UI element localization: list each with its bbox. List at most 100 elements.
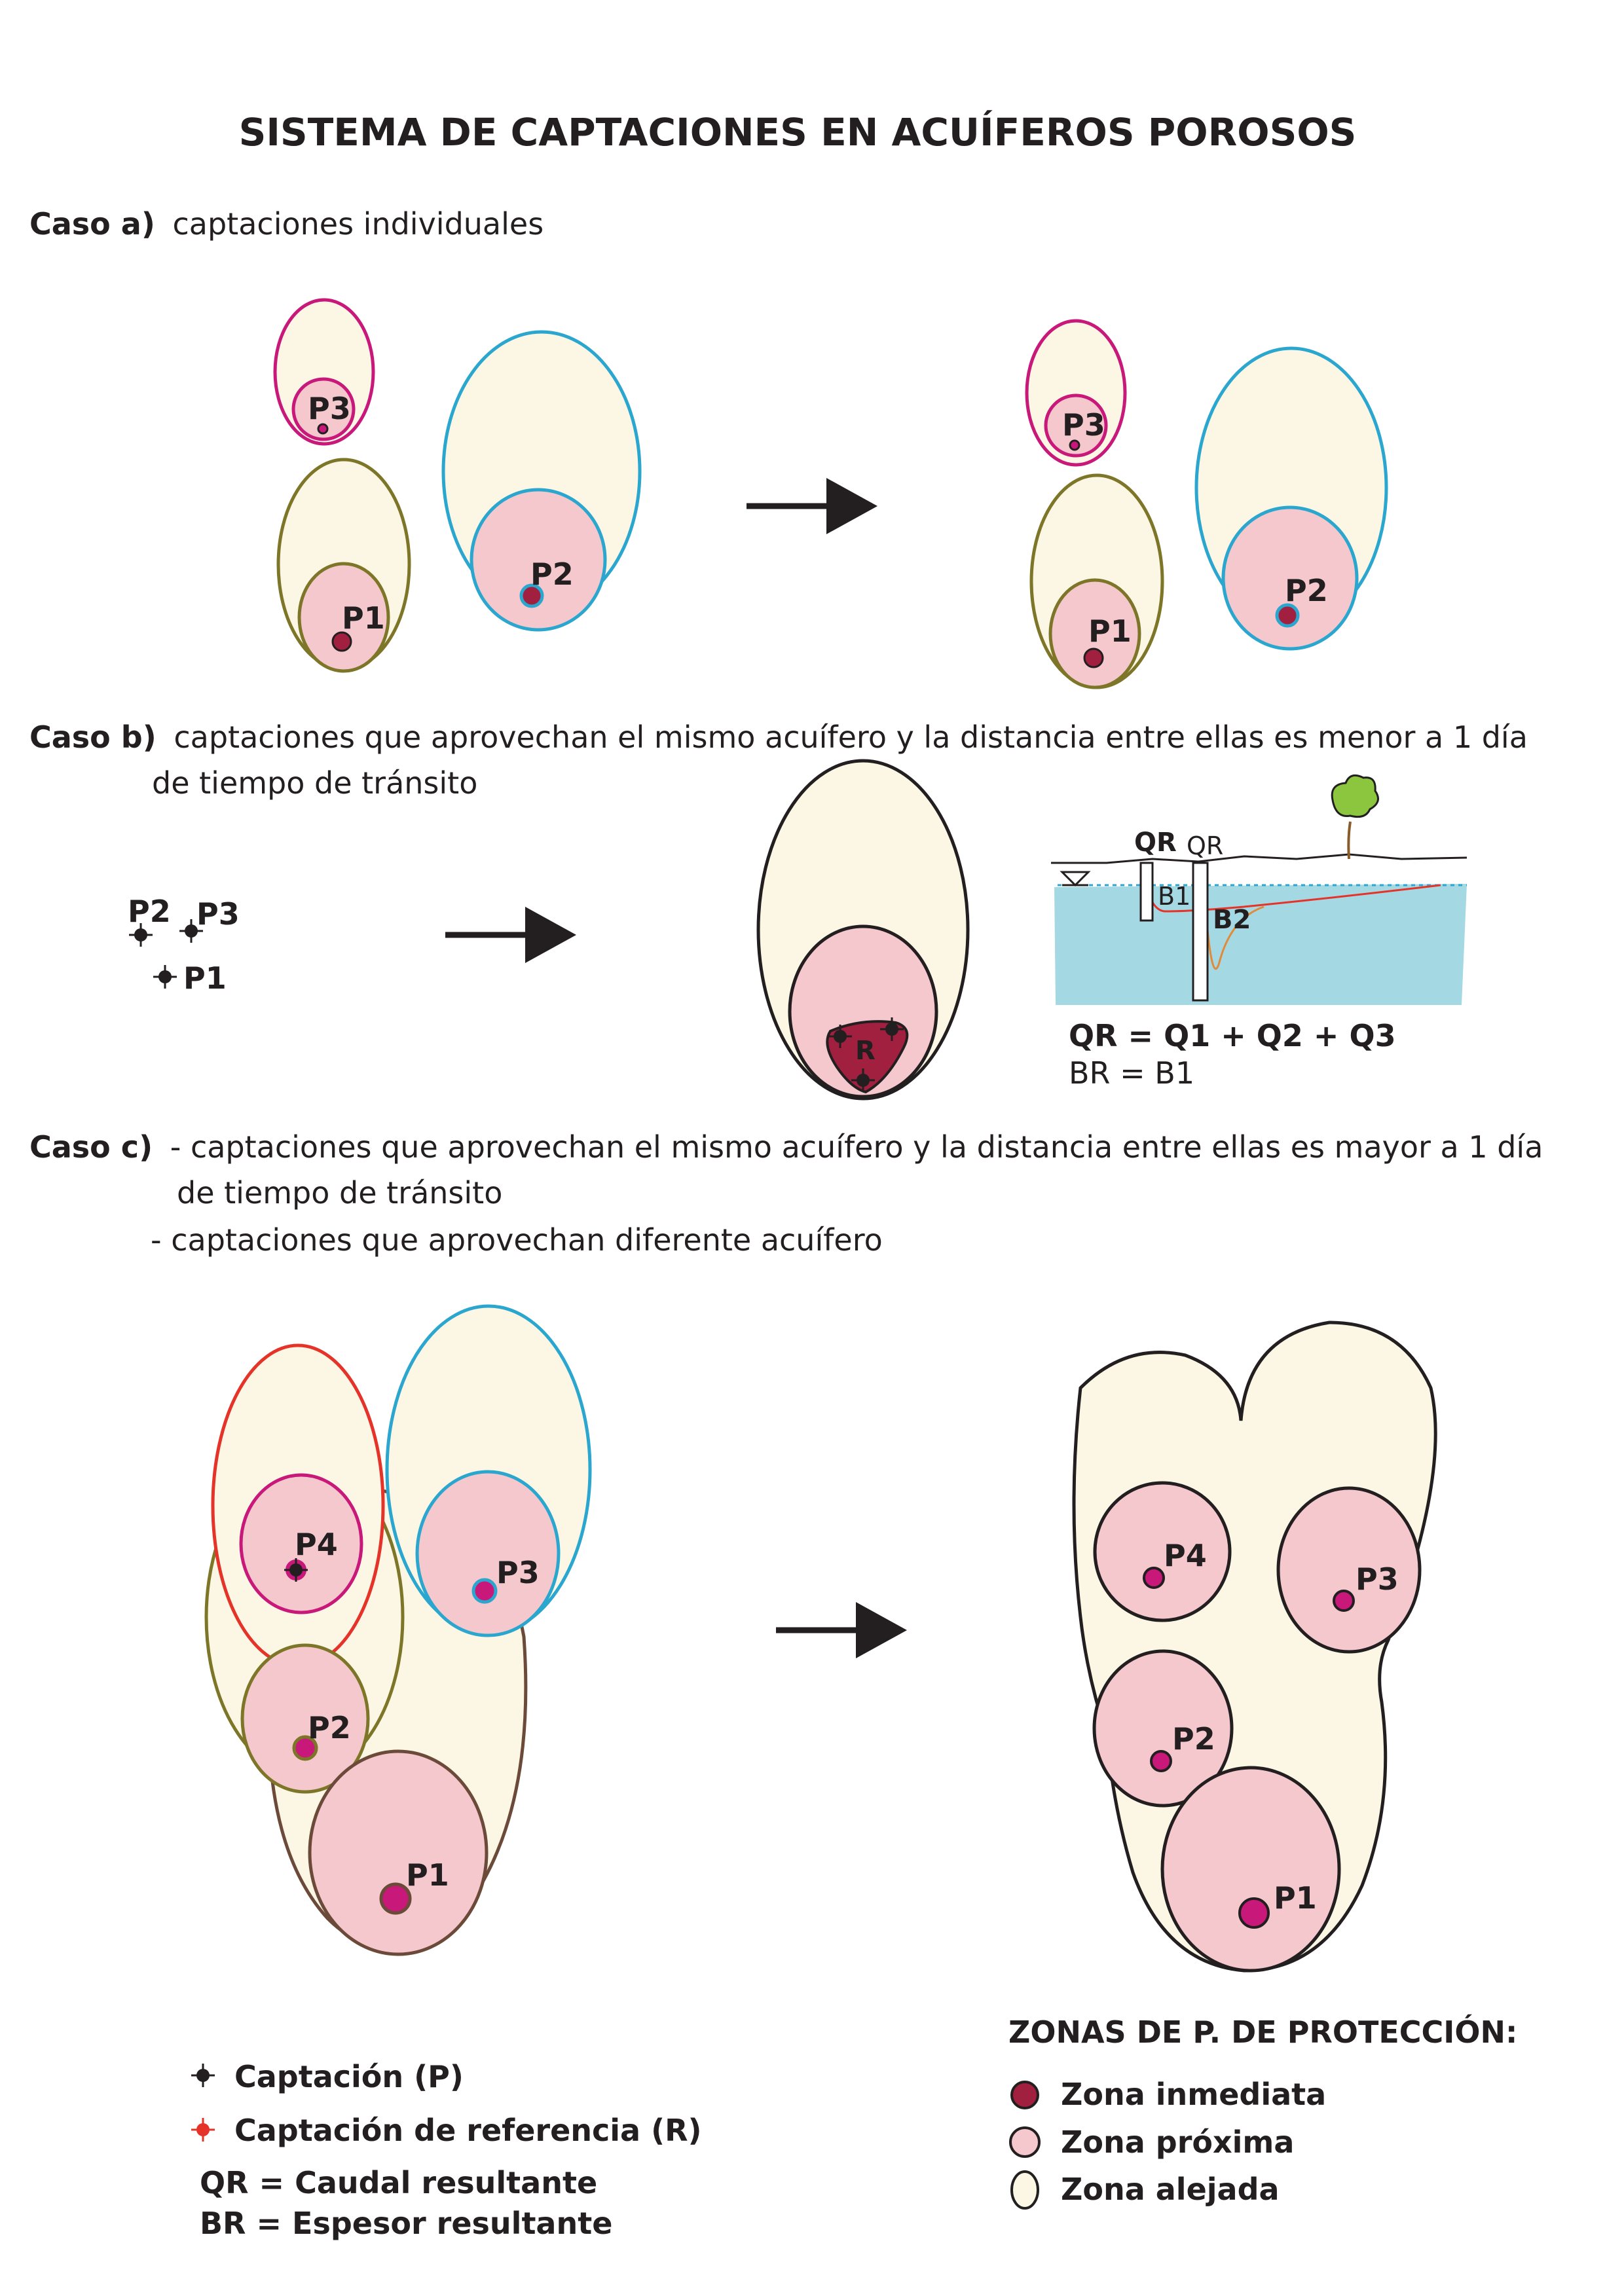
legend-qr: QR = Caudal resultante	[200, 2165, 597, 2200]
qr-bold-label: QR	[1134, 828, 1177, 858]
p4-well-icon	[1143, 1567, 1165, 1589]
p2-near-zone	[1092, 1649, 1234, 1808]
case-b-cross-section: QR QR B1 B2	[1051, 774, 1467, 1005]
p3-near-zone	[415, 1470, 561, 1637]
legend-left: Captación (P) Captación de referencia (R…	[190, 2059, 702, 2241]
p1-near-zone	[1160, 1766, 1341, 1973]
p1-near-zone	[297, 562, 390, 673]
p2-well-icon	[1275, 603, 1300, 628]
drawdown-b2	[1204, 898, 1264, 970]
case-c-after: P4 P3 P2 P1	[1072, 1321, 1437, 1973]
p1-well-icon	[379, 1882, 412, 1915]
case-c-label: Caso c)	[29, 1129, 153, 1165]
zone-inmediata: Zona inmediata	[1061, 2077, 1326, 2112]
arrow-icon	[747, 478, 877, 534]
p1-label: P1	[406, 1857, 449, 1893]
p1-label: P1	[1088, 613, 1132, 649]
case-b-heading: Caso b) captaciones que aprovechan el mi…	[29, 720, 1528, 755]
zone-alejada: Zona alejada	[1061, 2172, 1280, 2207]
p3-well-icon	[317, 423, 329, 435]
formula-br: BR = B1	[1069, 1055, 1194, 1091]
p3-near-zone	[1276, 1486, 1422, 1654]
p1-well-icon	[331, 631, 352, 652]
zones-title: ZONAS DE P. DE PROTECCIÓN:	[1008, 2014, 1517, 2050]
p3-near-zone	[291, 377, 356, 441]
qr-label: QR	[1187, 831, 1223, 860]
p1-label: P1	[183, 960, 227, 996]
b1-label: B1	[1158, 882, 1190, 911]
water-level-icon	[1060, 871, 1091, 887]
p2-label: P2	[530, 556, 574, 592]
p2-label: P2	[128, 894, 171, 929]
case-c-line3: - captaciones que aprovechan diferente a…	[151, 1222, 883, 1258]
case-a-heading: Caso a) captaciones individuales	[29, 206, 544, 242]
well-icon	[190, 2062, 216, 2088]
well-icon	[152, 964, 178, 990]
tree-icon	[1331, 774, 1379, 860]
p4-near-zone	[1093, 1481, 1232, 1622]
legend-referencia: Captación de referencia (R)	[234, 2113, 702, 2148]
page-title: SISTEMA DE CAPTACIONES EN ACUÍFEROS PORO…	[239, 109, 1357, 155]
formula-qr: QR = Q1 + Q2 + Q3	[1069, 1018, 1396, 1053]
p3-label: P3	[196, 896, 240, 932]
p3-well-icon	[1333, 1590, 1355, 1612]
p2-label: P2	[1172, 1721, 1215, 1757]
r-immediate-zone	[826, 1020, 909, 1094]
p1-label: P1	[1274, 1880, 1317, 1916]
p2-label: P2	[308, 1710, 351, 1745]
p3-label: P3	[308, 391, 351, 426]
case-b-label: Caso b)	[29, 720, 157, 755]
p3-well-icon	[471, 1578, 498, 1604]
b2-label: B2	[1213, 905, 1251, 935]
reference-well-icon	[190, 2117, 216, 2143]
near-zone-swatch	[1009, 2126, 1041, 2158]
far-zone-swatch	[1010, 2170, 1039, 2210]
case-a-after: P3 P2 P1	[1025, 319, 1388, 689]
aquifer-water	[1054, 884, 1467, 1005]
drawdown-b1	[1145, 884, 1441, 913]
case-c-line1: - captaciones que aprovechan el mismo ac…	[170, 1129, 1543, 1165]
immediate-zone-swatch	[1010, 2081, 1039, 2109]
p2-well-icon	[1150, 1750, 1172, 1772]
case-a-text: captaciones individuales	[173, 206, 544, 242]
case-a-label: Caso a)	[29, 206, 155, 242]
well-b2	[1192, 862, 1209, 1002]
p2-well-icon	[292, 1735, 318, 1761]
p1-label: P1	[342, 600, 385, 636]
case-c-heading: Caso c) - captaciones que aprovechan el …	[29, 1129, 1543, 1165]
p3-well-icon	[1069, 439, 1080, 451]
zone-proxima: Zona próxima	[1061, 2124, 1294, 2160]
p3-label: P3	[496, 1555, 540, 1590]
p1-well-icon	[1238, 1897, 1270, 1929]
case-c-before: P4 P3 P2 P1	[204, 1304, 592, 1956]
p3-label: P3	[1062, 407, 1105, 443]
p2-near-zone	[470, 488, 607, 632]
ground-surface	[1051, 853, 1467, 864]
case-a-before: P3 P2 P1	[273, 298, 642, 673]
p4-near-zone	[239, 1473, 363, 1614]
p2-near-zone	[240, 1643, 370, 1794]
case-c-line2: de tiempo de tránsito	[177, 1175, 502, 1211]
reference-label: R	[855, 1036, 876, 1066]
case-b-line1: captaciones que aprovechan el mismo acuí…	[174, 720, 1528, 755]
p3-label: P3	[1356, 1561, 1399, 1597]
legend-br: BR = Espesor resultante	[200, 2206, 612, 2241]
legend-captacion: Captación (P)	[234, 2059, 464, 2094]
p2-label: P2	[1285, 573, 1328, 608]
p1-well-icon	[1083, 647, 1104, 668]
p1-near-zone	[1048, 578, 1141, 689]
p4-label: P4	[1164, 1538, 1207, 1573]
case-b-wells: P2 P3 P1	[128, 894, 240, 996]
well-b1	[1139, 862, 1154, 922]
p2-near-zone	[1221, 505, 1359, 651]
arrow-icon	[445, 907, 576, 963]
case-b-line2: de tiempo de tránsito	[152, 765, 477, 801]
p4-label: P4	[295, 1527, 338, 1562]
legend-zones: ZONAS DE P. DE PROTECCIÓN: Zona inmediat…	[1008, 2014, 1517, 2210]
p1-near-zone	[308, 1749, 489, 1956]
case-b-reference-zones: R	[756, 759, 970, 1101]
p3-near-zone	[1044, 393, 1108, 458]
arrow-icon	[776, 1602, 907, 1658]
p2-well-icon	[519, 583, 544, 608]
